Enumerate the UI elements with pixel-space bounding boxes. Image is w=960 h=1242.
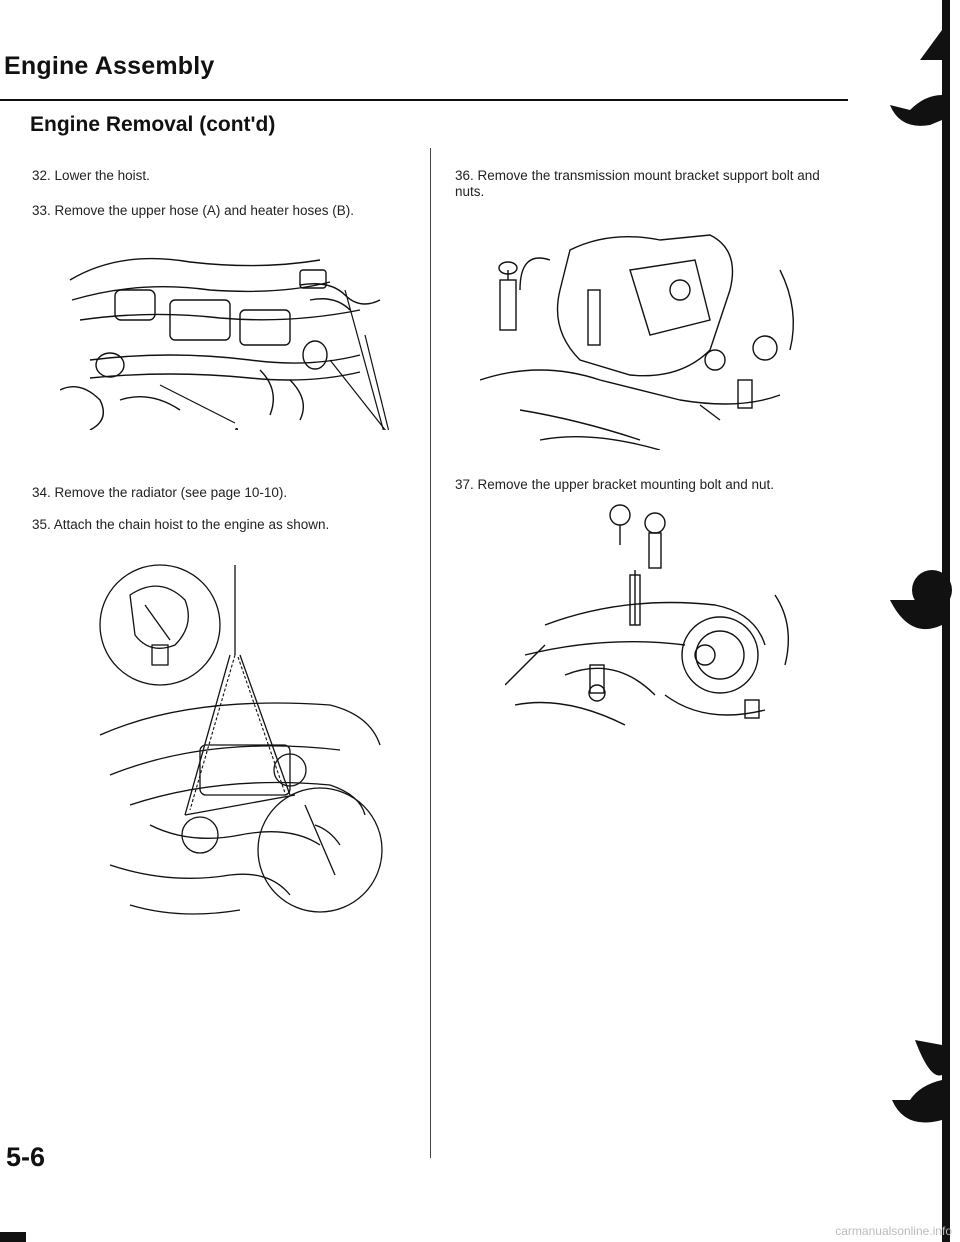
step-number: 35. [32, 517, 51, 532]
page-title: Engine Assembly [4, 52, 215, 80]
step-text: Remove the radiator (see page 10-10). [54, 485, 288, 500]
mount-bracket-figure [480, 234, 794, 450]
step-35: 35. Attach the chain hoist to the engine… [32, 517, 329, 533]
binder-tab-strip [890, 0, 952, 1242]
step-text: Remove the transmission mount bracket su… [455, 168, 820, 199]
step-number: 36. [455, 168, 474, 183]
step-37: 37. Remove the upper bracket mounting bo… [455, 477, 825, 493]
footer-mark [0, 1232, 26, 1242]
upper-bracket-figure [505, 504, 790, 726]
column-divider [430, 148, 431, 1158]
chain-hoist-figure [99, 564, 383, 915]
title-rule [0, 99, 848, 101]
label-a: A [233, 427, 240, 430]
step-text: Remove the upper bracket mounting bolt a… [477, 477, 774, 492]
section-title: Engine Removal (cont'd) [30, 113, 276, 136]
step-33: 33. Remove the upper hose (A) and heater… [32, 203, 354, 219]
step-text: Attach the chain hoist to the engine as … [53, 517, 330, 532]
step-number: 34. [32, 485, 51, 500]
step-text: Remove the upper hose (A) and heater hos… [54, 203, 354, 218]
step-number: 32. [32, 168, 51, 183]
step-number: 33. [32, 203, 51, 218]
hoses-figure: A B [60, 257, 390, 430]
step-text: Lower the hoist. [54, 168, 150, 183]
watermark: carmanualsonline.info [835, 1224, 952, 1238]
page-number: 5-6 [6, 1142, 46, 1172]
step-number: 37. [455, 477, 474, 492]
step-34: 34. Remove the radiator (see page 10-10)… [32, 485, 287, 501]
step-36: 36. Remove the transmission mount bracke… [455, 168, 825, 200]
step-32: 32. Lower the hoist. [32, 168, 150, 184]
